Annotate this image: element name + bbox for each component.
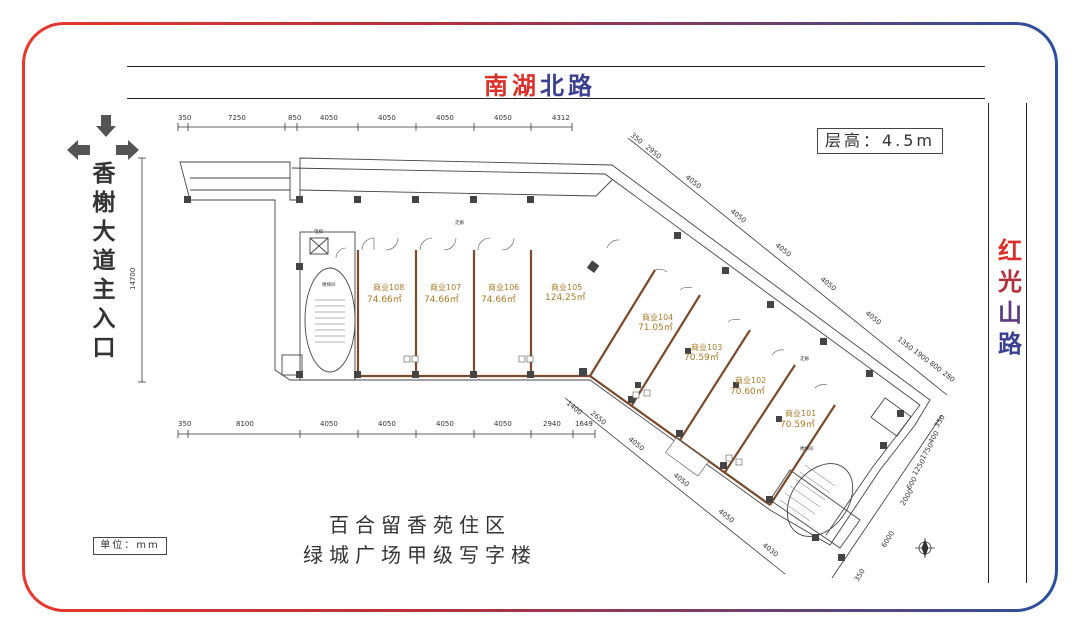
dim-diag-bottom: 4030 bbox=[761, 541, 780, 558]
dim-diag-right: 350 bbox=[853, 567, 867, 583]
north-road-label: 南湖北路 bbox=[440, 66, 640, 101]
shop-107-name: 商业107 bbox=[430, 282, 461, 292]
building-outline bbox=[179, 157, 931, 549]
north-road-bottom-line bbox=[127, 98, 985, 99]
dim-diag-top: 4050 bbox=[729, 207, 748, 224]
dim-diag-top: 4050 bbox=[774, 241, 793, 258]
shop-104-area: 71.05㎡ bbox=[638, 322, 673, 333]
dim-diag-top: 800 bbox=[928, 359, 943, 374]
dim-left: 14700 bbox=[129, 268, 137, 290]
dim-diag-right: 1250 bbox=[911, 458, 927, 477]
dim-bottom: 4050 bbox=[436, 420, 454, 428]
dim-top: 4050 bbox=[436, 114, 454, 122]
west-road-char: 主 bbox=[92, 277, 116, 303]
compass-icon bbox=[915, 538, 935, 558]
west-road-char: 入 bbox=[92, 306, 116, 332]
dim-bottom: 4050 bbox=[494, 420, 512, 428]
west-road-char: 大 bbox=[92, 219, 116, 245]
dimension-labels: 350 7250 850 4050 4050 4050 4050 4312 35… bbox=[129, 114, 956, 583]
dim-top: 4050 bbox=[378, 114, 396, 122]
shop-105-area: 124.25㎡ bbox=[545, 292, 586, 303]
shop-106-name: 商业106 bbox=[488, 282, 519, 292]
shop-108-area: 74.66㎡ bbox=[367, 294, 402, 305]
shop-103-area: 70.59㎡ bbox=[684, 352, 719, 363]
project-name-line1: 百合留香苑住区 bbox=[329, 513, 511, 537]
dim-diag-bottom: 1400 bbox=[565, 399, 584, 416]
west-road-char: 口 bbox=[92, 335, 116, 361]
stair-treads bbox=[315, 299, 836, 522]
west-entrance-label: 香 榭 大 道 主 入 口 bbox=[88, 160, 120, 363]
dim-bottom: 350 bbox=[178, 420, 191, 428]
east-road-char: 山 bbox=[998, 299, 1022, 327]
shop-101-name: 商业101 bbox=[785, 408, 816, 418]
door-swings bbox=[335, 237, 828, 389]
dim-diag-top: 4050 bbox=[819, 275, 838, 292]
shop-104-name: 商业104 bbox=[642, 312, 673, 322]
east-road-char: 路 bbox=[998, 330, 1022, 358]
dim-diag-right: 1750 bbox=[919, 442, 935, 461]
shop-101-area: 70.59㎡ bbox=[780, 419, 815, 430]
shop-107-area: 74.66㎡ bbox=[424, 294, 459, 305]
dim-bottom: 4050 bbox=[320, 420, 338, 428]
dim-diag-right: 6000 bbox=[880, 530, 896, 549]
shop-103-name: 商业103 bbox=[691, 342, 722, 352]
dim-top: 4312 bbox=[552, 114, 570, 122]
shop-106-area: 74.66㎡ bbox=[481, 294, 516, 305]
east-road-char: 红 bbox=[998, 237, 1022, 265]
dim-diag-top: 1900 bbox=[912, 347, 931, 364]
project-name: 百合留香苑住区 绿城广场甲级写字楼 bbox=[270, 510, 570, 570]
east-road-left-line bbox=[988, 103, 989, 583]
dim-diag-top: 4050 bbox=[864, 309, 883, 326]
shop-102-name: 商业102 bbox=[735, 375, 766, 385]
dim-bottom: 4050 bbox=[378, 420, 396, 428]
corridor-label: 走廊 bbox=[455, 219, 464, 226]
dim-top: 7250 bbox=[228, 114, 246, 122]
dim-top: 4050 bbox=[494, 114, 512, 122]
dim-diag-top: 280 bbox=[941, 369, 956, 384]
north-road-label-part1: 南湖 bbox=[484, 72, 540, 100]
north-road-label-part2: 北路 bbox=[540, 72, 596, 100]
dim-top: 4050 bbox=[320, 114, 338, 122]
corridor-label: 走廊 bbox=[800, 355, 809, 362]
west-road-char: 道 bbox=[92, 248, 116, 274]
floor-height-label: 层高：4.5m bbox=[817, 128, 943, 154]
unit-label: 单位：mm bbox=[93, 537, 167, 555]
east-road-char: 光 bbox=[998, 268, 1022, 296]
dim-bottom: 2940 bbox=[543, 420, 561, 428]
shop-labels: 商业108 74.66㎡ 商业107 74.66㎡ 商业106 74.66㎡ 商… bbox=[367, 282, 816, 430]
project-name-line2: 绿城广场甲级写字楼 bbox=[303, 543, 537, 567]
dim-diag-top: 350 bbox=[629, 131, 644, 146]
page-frame bbox=[22, 22, 1058, 612]
shop-105-name: 商业105 bbox=[551, 282, 582, 292]
shop-108-name: 商业108 bbox=[373, 282, 404, 292]
elevator-label: 电梯 bbox=[314, 228, 323, 235]
stair-label: 楼梯间 bbox=[322, 281, 336, 288]
east-road-label: 红 光 山 路 bbox=[996, 236, 1024, 360]
dim-diag-right: 350 bbox=[933, 413, 947, 429]
north-road-top-line bbox=[127, 66, 985, 67]
dim-diag-top: 1350 bbox=[896, 335, 915, 352]
structural-columns bbox=[184, 196, 904, 561]
shaft-fixtures bbox=[403, 355, 743, 477]
dim-diag-right: 2000 bbox=[899, 488, 915, 507]
east-road-right-line bbox=[1026, 103, 1027, 583]
dim-diag-top: 4050 bbox=[684, 173, 703, 190]
shop-102-area: 70.60㎡ bbox=[730, 386, 765, 397]
dim-top: 350 bbox=[178, 114, 191, 122]
dimension-lines bbox=[138, 123, 948, 579]
west-road-char: 榭 bbox=[92, 190, 116, 216]
west-road-char: 香 bbox=[92, 161, 116, 187]
dim-bottom: 1649 bbox=[575, 420, 593, 428]
stair-label: 楼梯间 bbox=[800, 445, 814, 452]
dim-bottom: 8100 bbox=[236, 420, 254, 428]
dim-top: 850 bbox=[288, 114, 301, 122]
